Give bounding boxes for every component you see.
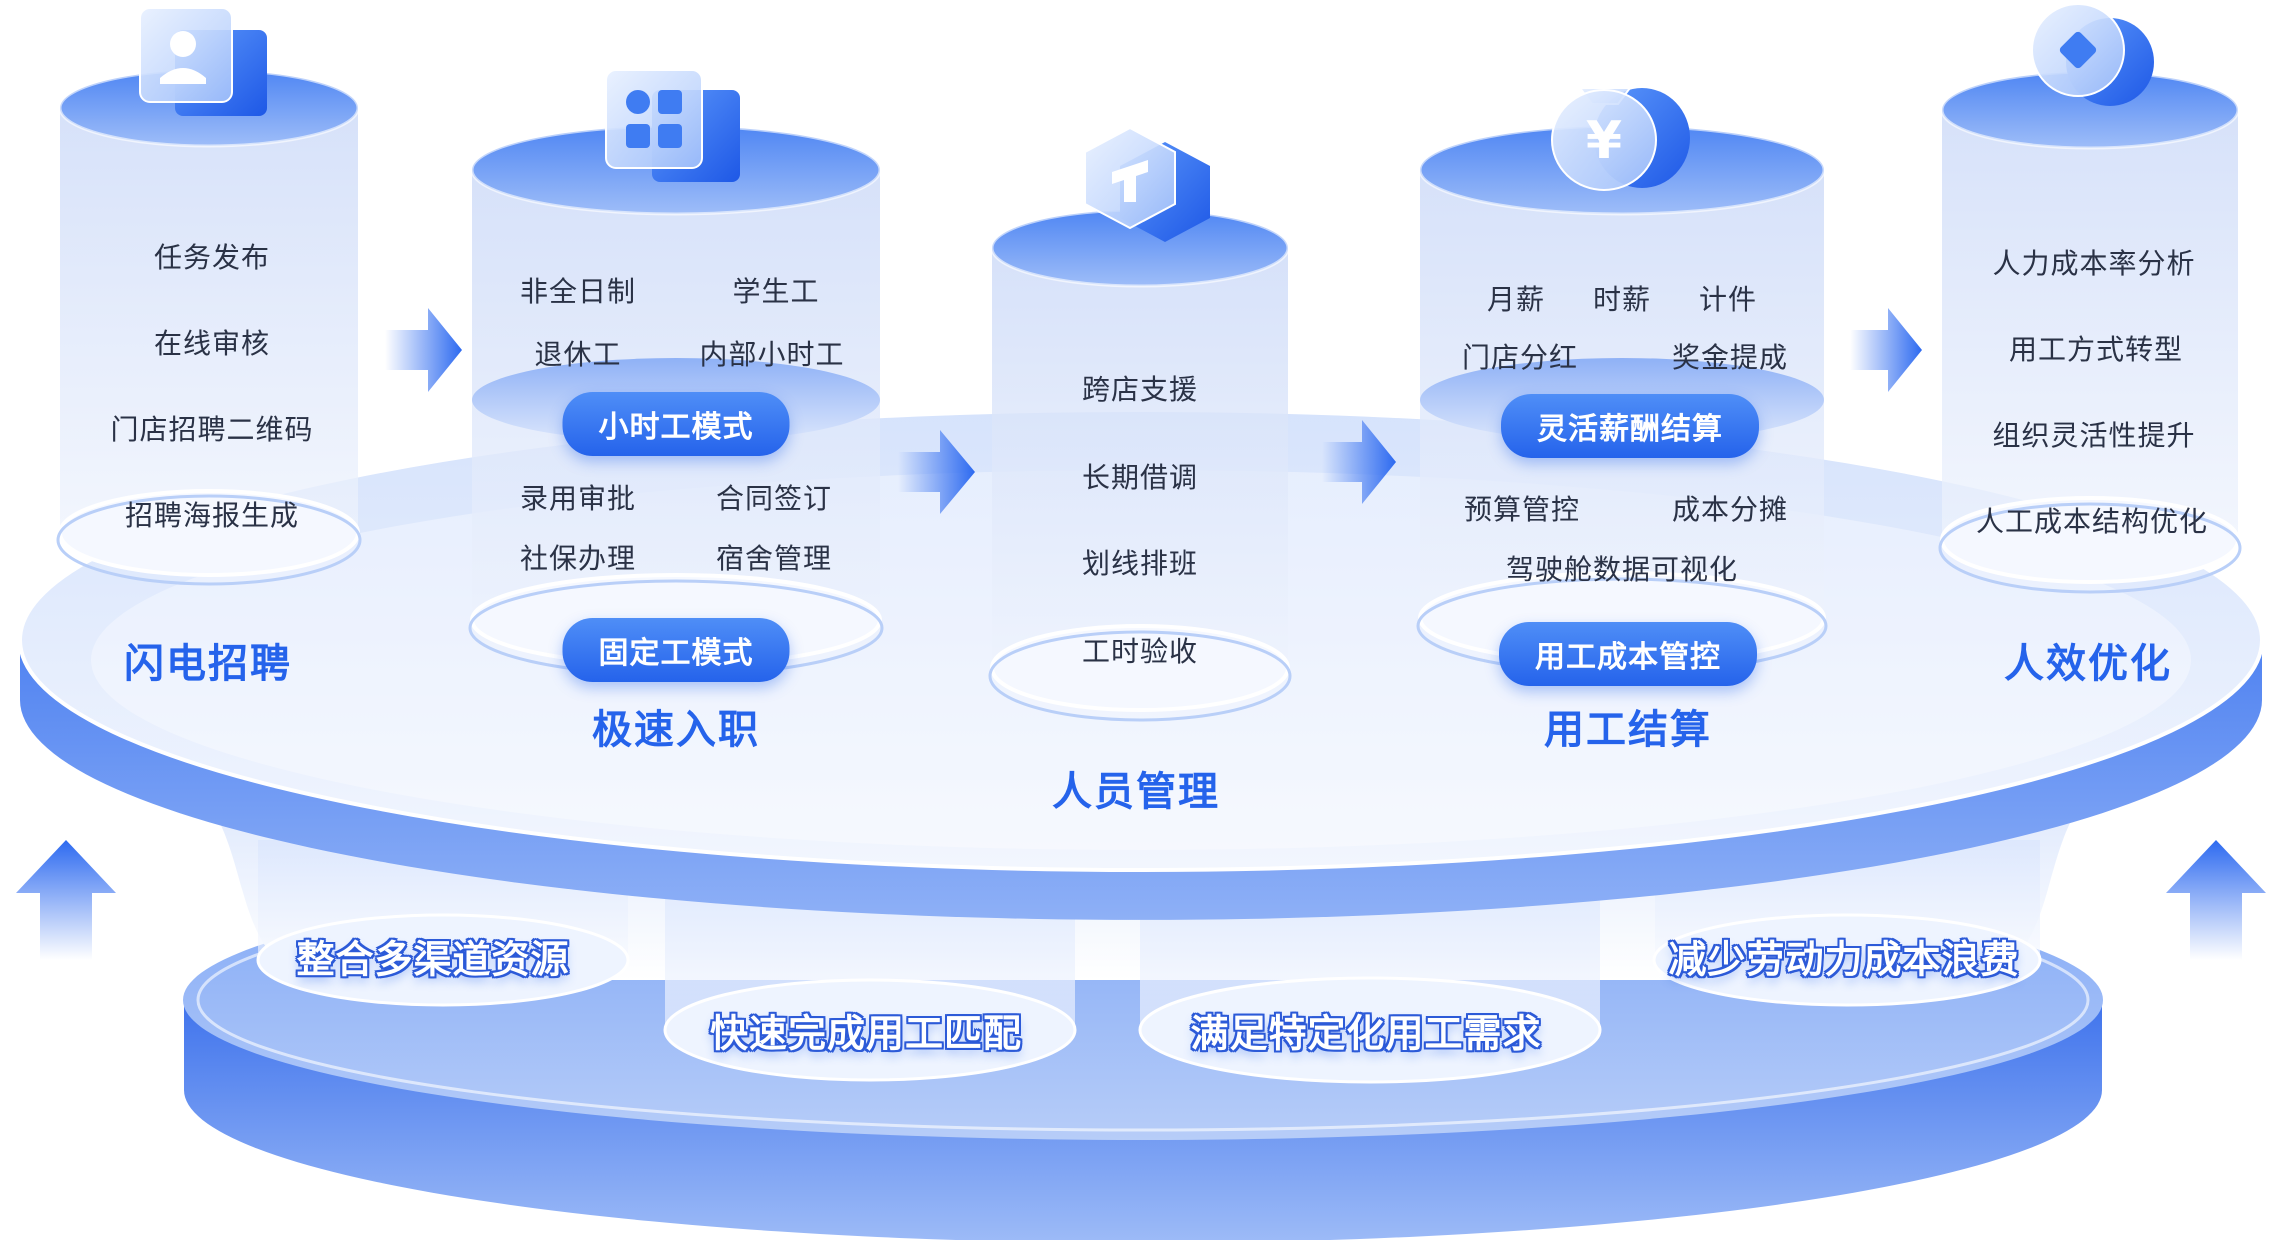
module-title-recruit: 闪电招聘 [124,641,292,687]
money-bag-icon: ¥ [1551,87,1690,191]
hexagon-tool-icon [1084,126,1210,242]
right-arrow-icon [1322,420,1396,504]
recruit-item: 门店招聘二维码 [110,413,314,446]
staff-item: 长期借调 [1081,461,1199,494]
id-card-icon [139,7,267,116]
settle-item: 时薪 [1592,283,1652,316]
staff-item: 跨店支援 [1081,373,1199,406]
staff-item: 工时验收 [1081,635,1199,668]
pillar-optimize [1938,70,2242,594]
recruit-item: 任务发布 [153,241,271,274]
staff-item: 划线排班 [1081,547,1199,580]
base-label: 满足特定化用工需求 [1190,1011,1542,1056]
up-arrow-icon [16,840,116,960]
right-arrow-icon [898,430,975,514]
base-label: 整合多渠道资源 [296,937,570,982]
tag-fixed-mode: 固定工模式 [562,618,790,682]
settle-item: 月薪 [1486,283,1546,316]
settle-item: 成本分摊 [1671,493,1789,526]
tag-hourly-mode: 小时工模式 [562,392,790,456]
app-grid-icon [605,69,740,182]
settle-item: 预算管控 [1463,493,1581,526]
module-title-onboard: 极速入职 [592,707,760,753]
tag-flexible-pay: 灵活薪酬结算 [1501,394,1759,458]
onboard-item: 宿舍管理 [715,542,833,575]
onboard-item: 非全日制 [519,275,637,308]
tag-labor-cost-control: 用工成本管控 [1499,622,1757,686]
pillar-recruit [56,68,362,586]
onboard-item: 学生工 [732,275,820,308]
svg-text:¥: ¥ [1586,111,1622,171]
onboard-item: 录用审批 [519,482,637,515]
up-arrow-icon [2166,840,2266,960]
settle-item: 奖金提成 [1671,341,1789,374]
module-title-optimize: 人效优化 [2004,641,2172,687]
module-title-staff: 人员管理 [1052,769,1220,815]
settle-item: 计件 [1698,283,1758,316]
recruit-item: 招聘海报生成 [124,499,300,532]
onboard-item: 社保办理 [519,542,637,575]
onboard-item: 内部小时工 [699,338,845,371]
pillar-staff [988,208,1292,722]
base-label: 快速完成用工匹配 [709,1011,1023,1056]
onboard-item: 合同签订 [715,482,833,515]
coin-icon [2031,3,2154,106]
settle-item: 驾驶舱数据可视化 [1505,553,1739,586]
optimize-item: 人力成本率分析 [1992,247,2196,280]
settle-item: 门店分红 [1461,341,1579,374]
optimize-item: 用工方式转型 [2008,333,2184,366]
base-label: 减少劳动力成本浪费 [1668,937,2020,982]
optimize-item: 人工成本结构优化 [1975,505,2209,538]
optimize-item: 组织灵活性提升 [1992,419,2196,452]
recruit-item: 在线审核 [153,327,271,360]
module-title-settle: 用工结算 [1544,707,1712,753]
right-arrow-icon [1850,308,1922,392]
onboard-item: 退休工 [534,338,622,371]
right-arrow-icon [385,308,462,392]
